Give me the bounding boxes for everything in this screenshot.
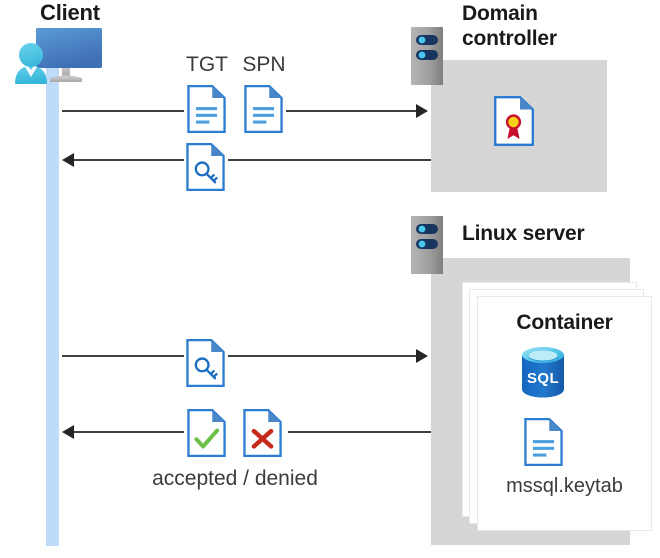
svg-text:SQL: SQL (527, 370, 559, 387)
sql-database-icon: SQL (518, 345, 568, 399)
domain-controller-label-line1: Domain (462, 2, 538, 25)
keytab-label: mssql.keytab (506, 475, 623, 497)
service-ticket-key-document-icon-linux (186, 339, 225, 387)
message-1-arrowhead (416, 104, 428, 118)
spn-label: SPN (242, 53, 286, 76)
message-1-line-right (286, 110, 416, 112)
client-monitor-user-icon (10, 26, 110, 88)
linux-server-server-rack-icon (411, 216, 451, 274)
message-4-arrowhead (62, 425, 74, 439)
client-lifeline (46, 62, 59, 546)
message-3-line-left (62, 355, 184, 357)
tgt-document-icon (187, 85, 226, 133)
domain-controller-label-line2: controller (462, 27, 557, 50)
certificate-document-icon (494, 96, 534, 146)
message-1-line-left (62, 110, 184, 112)
denied-cross-document-icon (243, 409, 282, 457)
container-card-front (478, 297, 651, 530)
message-3-arrowhead (416, 349, 428, 363)
client-label: Client (40, 0, 100, 25)
message-2-line-right (228, 159, 431, 161)
message-2-arrowhead (62, 153, 74, 167)
accepted-check-document-icon (187, 409, 226, 457)
domain-controller-server-rack-icon (411, 27, 451, 85)
service-ticket-key-document-icon-dc (186, 143, 225, 191)
tgt-label: TGT (186, 53, 228, 76)
message-2-line-left (74, 159, 184, 161)
message-3-line-right (228, 355, 416, 357)
container-label: Container (516, 311, 613, 334)
keytab-document-icon (524, 418, 563, 466)
message-4-line-left (74, 431, 184, 433)
linux-server-label: Linux server (462, 222, 585, 245)
message-4-line-right (288, 431, 431, 433)
spn-document-icon (244, 85, 283, 133)
accepted-denied-caption: accepted / denied (152, 467, 318, 490)
